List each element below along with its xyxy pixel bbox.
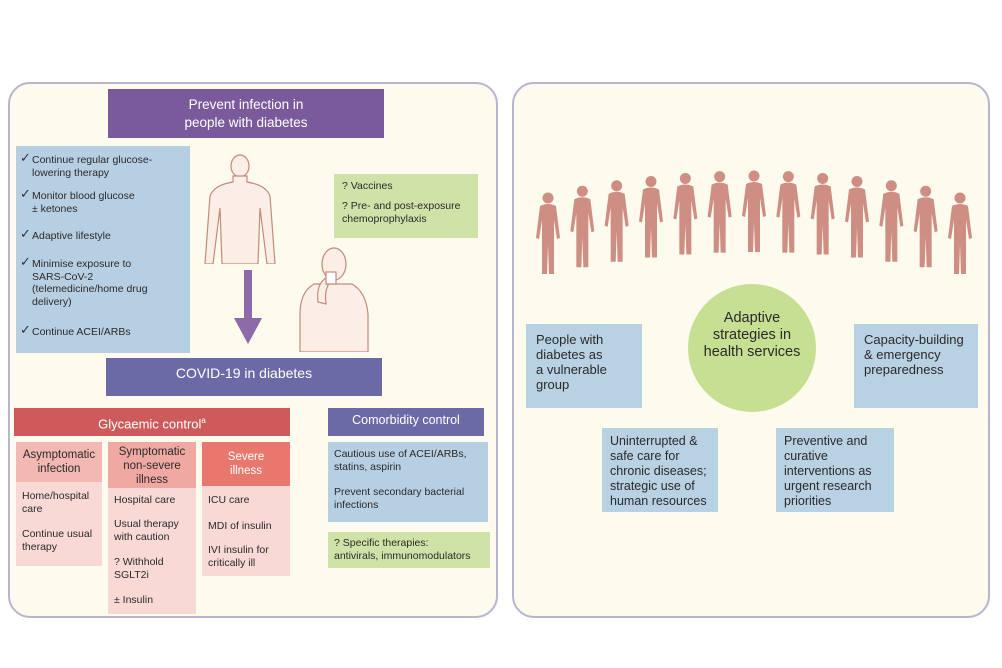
person-icon <box>673 172 698 255</box>
column-item: ? Withhold SGLT2i <box>114 556 164 581</box>
person-icon <box>913 185 938 268</box>
column-item: Home/hospital care <box>22 490 90 515</box>
person-icon <box>948 192 972 274</box>
comorbidity-box: Cautious use of ACEI/ARBs, statins, aspi… <box>328 442 488 522</box>
person-icon <box>536 192 560 274</box>
column-title: Severe illness <box>202 442 290 486</box>
column-item: Continue usual therapy <box>22 528 93 553</box>
specific-therapies-box: ? Specific therapies: antivirals, immuno… <box>328 532 490 568</box>
symptomatic-column: Symptomatic non-severe illness Hospital … <box>108 442 196 614</box>
comorbidity-item: Cautious use of ACEI/ARBs, statins, aspi… <box>334 448 467 473</box>
vaccines-box: ? Vaccines ? Pre- and post-exposure chem… <box>334 174 478 238</box>
check-item: ✓Continue regular glucose- lowering ther… <box>20 150 153 179</box>
column-item: IVI insulin for critically ill <box>208 544 269 569</box>
comorbidity-item: Prevent secondary bacterial infections <box>334 486 465 511</box>
uninterrupted-care-box: Uninterrupted & safe care for chronic di… <box>602 428 718 512</box>
preventive-interventions-box: Preventive and curative interventions as… <box>776 428 894 512</box>
person-figure-icon <box>204 154 276 264</box>
sick-person-icon <box>299 247 369 352</box>
checkmark-icon: ✓ <box>20 186 31 201</box>
prevent-infection-header: Prevent infection in people with diabete… <box>108 89 384 138</box>
capacity-building-box: Capacity-building & emergency preparedne… <box>854 324 978 408</box>
chemoprophylaxis-text: ? Pre- and post-exposure chemoprophylaxi… <box>342 200 461 225</box>
adaptive-strategies-circle: Adaptive strategies in health services <box>688 284 816 412</box>
glycaemic-control-header: Glycaemic controla <box>14 408 290 436</box>
person-icon <box>742 170 766 252</box>
vulnerable-group-box: People with diabetes as a vulnerable gro… <box>526 324 642 408</box>
person-icon <box>810 172 835 255</box>
asymptomatic-column: Asymptomatic infection Home/hospital car… <box>16 442 102 566</box>
check-item: ✓Adaptive lifestyle <box>20 226 111 242</box>
check-item: ✓Monitor blood glucose ± ketones <box>20 186 135 215</box>
column-item: ± Insulin <box>114 594 154 606</box>
column-title: Symptomatic non-severe illness <box>108 442 196 488</box>
column-item: MDI of insulin <box>208 520 272 532</box>
person-icon <box>570 185 595 268</box>
person-icon <box>845 176 869 258</box>
person-icon <box>776 171 801 253</box>
prevention-checklist: ✓Continue regular glucose- lowering ther… <box>16 146 190 353</box>
checkmark-icon: ✓ <box>20 150 31 165</box>
left-panel: Prevent infection in people with diabete… <box>8 82 498 618</box>
checkmark-icon: ✓ <box>20 322 31 337</box>
person-icon <box>707 171 732 253</box>
vaccines-text: ? Vaccines <box>342 180 393 192</box>
population-figures-icon <box>536 170 972 274</box>
column-item: Usual therapy with caution <box>114 518 179 543</box>
person-icon <box>604 180 629 262</box>
covid-in-diabetes-header: COVID-19 in diabetes <box>106 358 382 396</box>
specific-therapies-text: ? Specific therapies: antivirals, immuno… <box>334 537 471 562</box>
column-item: ICU care <box>208 494 250 506</box>
column-title: Asymptomatic infection <box>16 442 102 482</box>
checkmark-icon: ✓ <box>20 254 31 269</box>
severe-column: Severe illness ICU care MDI of insulin I… <box>202 442 290 576</box>
right-panel: Adaptive strategies in health services P… <box>512 82 990 618</box>
arrow-down-icon <box>234 270 262 344</box>
person-icon <box>879 180 904 262</box>
person-icon <box>639 176 663 258</box>
comorbidity-control-header: Comorbidity control <box>328 408 484 436</box>
check-item: ✓Minimise exposure to SARS-CoV-2 (teleme… <box>20 254 148 308</box>
check-item: ✓Continue ACEI/ARBs <box>20 322 131 338</box>
checkmark-icon: ✓ <box>20 226 31 241</box>
column-item: Hospital care <box>114 494 176 506</box>
